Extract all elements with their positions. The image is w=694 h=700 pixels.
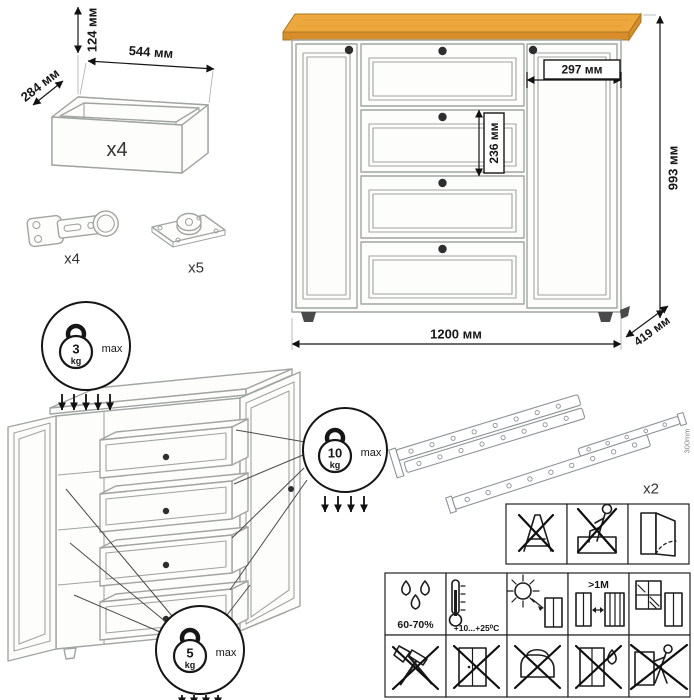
load-max: max [102,343,123,355]
kettlebell-body [58,334,94,370]
care-grid: 60-70% +10...+25⁰С >1M [384,572,691,698]
dim-label-door-width: 297 мм [561,63,602,77]
dim-box-297 [543,59,621,80]
drawer-box-front [51,116,183,174]
sunlight-icon [506,574,563,628]
interior-shelf-1 [57,470,103,476]
dresser-top-end [628,12,642,42]
open-drawer-1 [99,418,249,479]
kettlebell-body [317,438,353,474]
hinge-figure: x4 [26,210,119,268]
no-liquids-icon [574,644,623,690]
dresser-figure [282,12,642,322]
load-unit: kg [330,460,341,470]
interior-shelf-2 [57,525,103,531]
dim-label-height: 993 мм [666,146,681,191]
open-door-knob [288,486,294,492]
kettlebell-body [172,638,208,674]
drawer-box-count: x4 [106,139,127,161]
dim-label-box-height: 124 мм [85,8,100,53]
right-door-knob [528,45,538,55]
dresser-foot-right [598,312,613,322]
distance-label: >1M [588,579,609,591]
drawer-knob [438,46,447,56]
drawer-knob [438,178,447,188]
dim-label-drawer-height: 236 мм [487,122,501,163]
grid-cell-no-dragging [628,634,691,698]
open-left-door [7,415,57,662]
drawer-knob [162,507,170,515]
slide-rail-2 [444,411,688,514]
slide-rail-1 [388,394,586,479]
no-tools-icon [391,645,440,691]
window-icon [635,580,683,627]
dresser-drawer-4 [360,241,525,305]
dresser-drawer-3 [360,175,525,239]
humidity-icon: 60-70% [397,580,434,631]
strip-cell-2 [566,503,629,565]
dim-box-236 [483,112,505,174]
drawer-box-figure: x4 [51,96,209,174]
caution-strip [505,503,690,565]
dresser-foot-left [301,312,316,322]
drawer-slides-figure: x2 300mm [388,394,692,514]
left-door-knob [344,45,354,55]
dresser-top-front-edge [282,31,630,41]
interior-shelf-3 [57,580,103,586]
load-pointer-lines [65,429,308,633]
slides-length: 300mm [683,428,692,453]
dim-line-544 [87,57,215,73]
load-value: 5 [186,646,193,661]
drawer-knob [162,453,170,461]
humidity-label: 60-70% [397,619,434,631]
drawer-knob [438,112,447,122]
dim-line-284 [32,80,64,106]
load-max: max [361,447,382,459]
drawer-box-dimensions: 124 мм 544 мм 284 мм [18,6,215,106]
open-foot-left [63,647,77,660]
heat-distance-icon: >1M [575,579,625,627]
load-limit-top: 3 kg max [41,301,131,411]
load-limit-drawer: 10 kg max [302,407,388,513]
drawer-knob [438,244,447,254]
cam-count: x5 [188,260,204,277]
open-drawer-2 [99,472,249,533]
load-unit: kg [71,356,82,366]
dresser-top-surface [282,13,642,33]
no-hot-objects-icon [513,644,562,690]
temperature-icon: +10...+25⁰С [448,579,499,633]
cam-cylinder [176,212,202,232]
load-value: 10 [328,446,342,461]
dresser-drawer-1 [360,43,525,107]
load-limit-shelf: 5 kg max [155,605,245,700]
door-caution-icon [640,512,677,557]
load-unit: kg [185,660,196,670]
cam-lock-figure: x5 [151,212,226,277]
no-sitting-icon [576,503,618,554]
load-max: max [216,647,237,659]
temperature-label: +10...+25⁰С [454,623,499,633]
dresser-left-door [295,43,358,309]
dim-line-419 [625,305,669,338]
no-load-icon [452,644,501,690]
hinge-count: x4 [64,251,80,268]
dim-label-box-width: 544 мм [128,43,173,61]
no-standing-on-stool-icon [517,513,555,553]
dresser-right-door [526,43,618,309]
no-dragging-icon [629,643,689,691]
drawer-knob [162,561,170,569]
open-drawer-3 [99,526,249,587]
dim-label-width: 1200 мм [430,327,482,342]
load-value: 3 [72,342,79,357]
slides-count: x2 [643,481,659,498]
